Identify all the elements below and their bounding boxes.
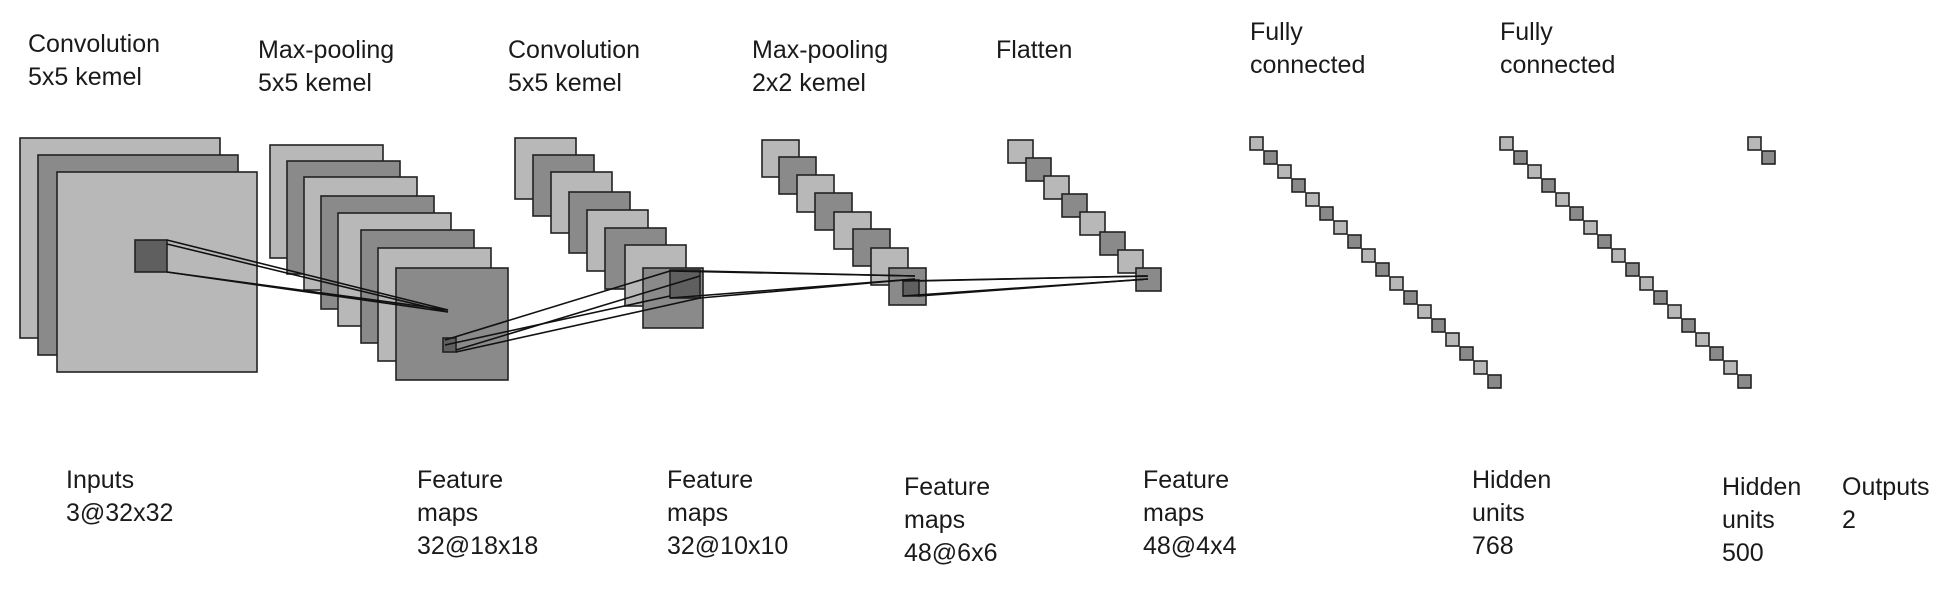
label-fully-connected-1: Fully connected bbox=[1250, 18, 1365, 79]
unit-square bbox=[1723, 360, 1738, 375]
feature-maps-10x10-stack bbox=[514, 137, 704, 329]
unit-square bbox=[1611, 248, 1626, 263]
connection-lines bbox=[166, 239, 1149, 353]
fm1-front-plane bbox=[395, 267, 509, 381]
label-max-pooling-1: Max-pooling 5x5 kemel bbox=[258, 36, 401, 97]
label-outputs: Outputs 2 bbox=[1842, 473, 1937, 534]
label-max-pooling-2: Max-pooling 2x2 kemel bbox=[752, 36, 895, 97]
connection-line bbox=[444, 270, 671, 341]
feature-maps-4x4-stack bbox=[1007, 139, 1162, 292]
unit-square bbox=[1319, 206, 1334, 221]
unit-square bbox=[1277, 164, 1292, 179]
hidden-units-768-chain bbox=[1249, 136, 1502, 389]
connection-line bbox=[166, 243, 449, 313]
feature-maps-18x18-stack bbox=[269, 144, 509, 381]
unit-square bbox=[1473, 360, 1488, 375]
unit-square bbox=[1291, 178, 1306, 193]
unit-square bbox=[1499, 136, 1514, 151]
receptive-field-2 bbox=[442, 337, 457, 353]
unit-square bbox=[1445, 332, 1460, 347]
label-feature-maps-10x10: Feature maps 32@10x10 bbox=[667, 466, 788, 560]
unit-square bbox=[1695, 332, 1710, 347]
unit-square bbox=[1417, 304, 1432, 319]
label-flatten: Flatten bbox=[996, 36, 1072, 64]
unit-square bbox=[1737, 374, 1752, 389]
unit-square bbox=[1333, 220, 1348, 235]
connection-line bbox=[918, 275, 1149, 282]
unit-square bbox=[1625, 262, 1640, 277]
connection-line bbox=[455, 275, 701, 351]
unit-square bbox=[1639, 276, 1654, 291]
unit-square bbox=[1459, 346, 1474, 361]
receptive-field-4 bbox=[902, 279, 920, 297]
unit-square bbox=[1555, 192, 1570, 207]
outputs-units bbox=[1747, 136, 1776, 165]
unit-square bbox=[1403, 290, 1418, 305]
unit-square bbox=[1681, 318, 1696, 333]
unit-square bbox=[1667, 304, 1682, 319]
label-hidden-units-768: Hidden units 768 bbox=[1472, 466, 1558, 560]
label-hidden-units-500: Hidden units 500 bbox=[1722, 473, 1808, 567]
connection-line bbox=[166, 271, 449, 313]
fm4-plane bbox=[1079, 211, 1106, 236]
connection-line bbox=[166, 239, 449, 311]
connection-line bbox=[699, 270, 916, 277]
hidden-units-500-chain bbox=[1499, 136, 1752, 389]
feature-maps-6x6-stack bbox=[761, 139, 927, 306]
unit-square bbox=[1541, 178, 1556, 193]
unit-square bbox=[1263, 150, 1278, 165]
unit-square bbox=[1305, 192, 1320, 207]
connection-line bbox=[455, 297, 701, 353]
output-unit bbox=[1747, 136, 1762, 151]
unit-square bbox=[1487, 374, 1502, 389]
receptive-field-1 bbox=[134, 239, 168, 273]
unit-square bbox=[1527, 164, 1542, 179]
output-unit bbox=[1761, 150, 1776, 165]
unit-square bbox=[1583, 220, 1598, 235]
unit-square bbox=[1361, 248, 1376, 263]
label-feature-maps-4x4: Feature maps 48@4x4 bbox=[1143, 466, 1237, 560]
unit-square bbox=[1709, 346, 1724, 361]
unit-square bbox=[1347, 234, 1362, 249]
unit-square bbox=[1389, 276, 1404, 291]
label-fully-connected-2: Fully connected bbox=[1500, 18, 1615, 79]
connection-line bbox=[918, 278, 1149, 297]
unit-square bbox=[1375, 262, 1390, 277]
unit-square bbox=[1249, 136, 1264, 151]
label-inputs: Inputs 3@32x32 bbox=[66, 466, 173, 527]
unit-square bbox=[1569, 206, 1584, 221]
unit-square bbox=[1653, 290, 1668, 305]
label-feature-maps-6x6: Feature maps 48@6x6 bbox=[904, 473, 998, 567]
connection-line bbox=[444, 295, 671, 346]
label-convolution-2: Convolution 5x5 kemel bbox=[508, 36, 647, 97]
label-convolution-1: Convolution 5x5 kemel bbox=[28, 30, 167, 91]
connection-line bbox=[699, 278, 916, 299]
label-feature-maps-18x18: Feature maps 32@18x18 bbox=[417, 466, 538, 560]
unit-square bbox=[1513, 150, 1528, 165]
unit-square bbox=[1597, 234, 1612, 249]
inputs-stack bbox=[19, 137, 258, 373]
unit-square bbox=[1431, 318, 1446, 333]
